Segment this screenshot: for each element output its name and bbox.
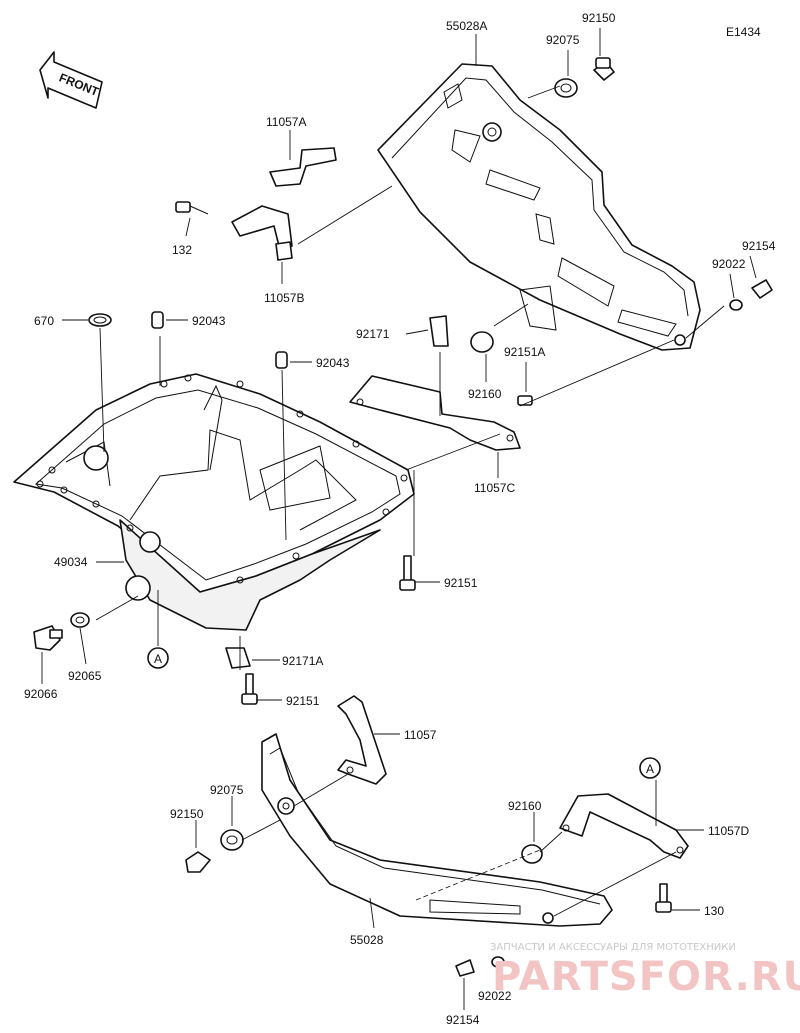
clip-92171A-icon <box>225 647 251 669</box>
bracket-11057C-drawing <box>349 375 521 451</box>
washer-92022-bottom-icon <box>491 956 505 968</box>
bolt-92150-top-icon <box>593 57 615 81</box>
label-55028: 55028 <box>350 933 384 947</box>
label-92150-bottom: 92150 <box>170 807 204 821</box>
drain-plug-92066-icon <box>33 625 63 651</box>
reference-marker-A-left: A <box>147 647 169 669</box>
label-670: 670 <box>34 314 54 328</box>
label-92022-top: 92022 <box>712 257 746 271</box>
label-92160-bottom: 92160 <box>508 799 542 813</box>
grommet-92075-top-icon <box>554 78 578 98</box>
label-92154-bottom: 92154 <box>446 1013 480 1027</box>
dowel-92043-a-icon <box>151 311 164 329</box>
o-ring-670-icon <box>88 313 112 327</box>
bolt-92154-top-icon <box>751 279 773 299</box>
reference-marker-A-right: A <box>639 757 661 779</box>
label-92022-bottom: 92022 <box>478 989 512 1003</box>
washer-92065-icon <box>70 612 90 628</box>
bolt-132-icon <box>175 201 209 215</box>
label-11057D: 11057D <box>708 824 749 838</box>
assembly-lines <box>95 85 725 917</box>
grommet-92160-top-icon <box>470 331 494 353</box>
watermark-logo: PARTSFOR.RU <box>492 954 800 1000</box>
oil-pan-49034-drawing <box>13 373 415 631</box>
front-arrow-icon: FRONT <box>39 51 103 109</box>
label-92171: 92171 <box>356 327 390 341</box>
label-55028A: 55028A <box>446 19 487 33</box>
grommet-92160-bottom-icon <box>521 844 543 864</box>
bolt-92150-bottom-icon <box>185 851 211 873</box>
label-92171A: 92171A <box>282 654 323 668</box>
label-92151A: 92151A <box>504 345 545 359</box>
diagram-code: E1434 <box>726 25 761 39</box>
label-92160-top: 92160 <box>468 387 502 401</box>
label-11057C: 11057C <box>474 481 515 495</box>
label-132: 132 <box>172 243 192 257</box>
label-11057: 11057 <box>404 728 437 742</box>
bracket-11057A-drawing <box>231 147 337 261</box>
label-11057A: 11057A <box>266 115 306 129</box>
bolt-92151-a-icon <box>399 555 416 591</box>
label-92075-top: 92075 <box>546 33 580 47</box>
dowel-92043-b-icon <box>275 351 288 369</box>
label-130: 130 <box>704 904 724 918</box>
engine-cover-55028-drawing <box>261 733 613 927</box>
label-49034: 49034 <box>54 555 88 569</box>
bolt-92154-bottom-icon <box>455 959 475 977</box>
label-92043-a: 92043 <box>192 314 226 328</box>
engine-cover-55028A-drawing <box>377 63 701 351</box>
bolt-92151-b-icon <box>241 673 258 705</box>
leader-lines <box>41 28 757 1010</box>
label-92151-a: 92151 <box>444 576 478 590</box>
reference-label-A-left: A <box>154 652 162 666</box>
label-92066: 92066 <box>24 687 58 701</box>
label-92154-top: 92154 <box>742 239 776 253</box>
reference-label-A-right: A <box>646 762 654 776</box>
label-11057B: 11057B <box>264 291 304 305</box>
bracket-11057-drawing <box>337 695 387 785</box>
washer-92022-top-icon <box>729 299 743 311</box>
label-92065: 92065 <box>68 669 102 683</box>
label-92075-bottom: 92075 <box>210 783 244 797</box>
label-92043-b: 92043 <box>316 356 350 370</box>
bracket-11057D-drawing <box>559 793 689 859</box>
label-92151-b: 92151 <box>286 694 320 708</box>
bolt-130-icon <box>655 883 672 913</box>
watermark-caption: ЗАПЧАСТИ И АКСЕССУАРЫ ДЛЯ МОТОТЕХНИКИ <box>490 942 736 953</box>
grommet-92075-bottom-icon <box>220 829 244 851</box>
clip-92171-icon <box>429 315 449 347</box>
label-92150-top: 92150 <box>582 11 616 25</box>
